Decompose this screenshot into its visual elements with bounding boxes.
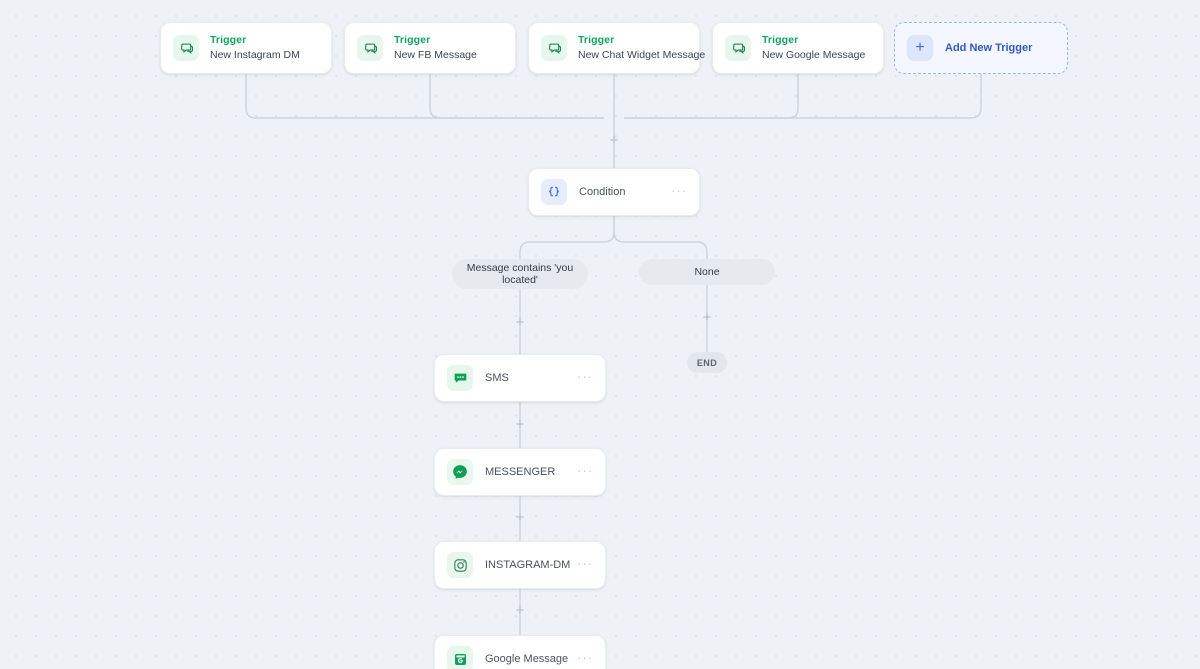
trigger-kind-label: Trigger	[578, 33, 615, 46]
trigger-card-chat-widget[interactable]: Trigger New Chat Widget Message	[528, 22, 705, 74]
add-step-after-sms[interactable]: +	[515, 416, 525, 433]
messenger-icon	[447, 459, 473, 485]
trigger-kind-label: Trigger	[210, 33, 247, 46]
chat-bubbles-icon	[357, 35, 383, 61]
instagram-icon	[447, 552, 473, 578]
add-step-after-instagram[interactable]: +	[515, 602, 525, 619]
action-node-google-message[interactable]: Google Message ···	[434, 635, 606, 669]
action-menu-button[interactable]: ···	[577, 555, 593, 571]
condition-menu-button[interactable]: ···	[671, 182, 687, 198]
trigger-name-label: New Chat Widget Message	[578, 49, 706, 61]
action-node-sms[interactable]: SMS ···	[434, 354, 606, 402]
add-new-trigger-button[interactable]: + Add New Trigger	[894, 22, 1068, 74]
action-label: MESSENGER	[485, 466, 556, 478]
trigger-card-google[interactable]: Trigger New Google Message	[712, 22, 884, 74]
curly-braces-icon	[541, 179, 567, 205]
add-step-true-branch[interactable]: +	[515, 314, 525, 331]
chat-bubbles-icon	[173, 35, 199, 61]
action-menu-button[interactable]: ···	[577, 368, 593, 384]
action-menu-button[interactable]: ···	[577, 462, 593, 478]
action-node-messenger[interactable]: MESSENGER ···	[434, 448, 606, 496]
trigger-name-label: New Google Message	[762, 49, 866, 61]
action-label: INSTAGRAM-DM	[485, 559, 571, 571]
chat-bubbles-icon	[541, 35, 567, 61]
add-step-after-triggers[interactable]: +	[609, 132, 619, 149]
condition-node[interactable]: Condition ···	[528, 168, 700, 216]
condition-label: Condition	[579, 186, 626, 198]
branch-label-true[interactable]: Message contains 'you located'	[452, 259, 588, 289]
action-menu-button[interactable]: ···	[577, 649, 593, 665]
sms-bubble-icon	[447, 365, 473, 391]
trigger-name-label: New FB Message	[394, 49, 477, 61]
add-step-false-branch[interactable]: +	[702, 309, 712, 326]
plus-icon: +	[907, 35, 933, 61]
add-new-trigger-label: Add New Trigger	[945, 42, 1033, 54]
trigger-kind-label: Trigger	[762, 33, 799, 46]
trigger-card-instagram[interactable]: Trigger New Instagram DM	[160, 22, 332, 74]
action-node-instagram-dm[interactable]: INSTAGRAM-DM ···	[434, 541, 606, 589]
google-business-icon	[447, 646, 473, 669]
branch-label-none[interactable]: None	[639, 259, 775, 285]
trigger-card-facebook[interactable]: Trigger New FB Message	[344, 22, 516, 74]
trigger-kind-label: Trigger	[394, 33, 431, 46]
chat-bubbles-icon	[725, 35, 751, 61]
action-label: Google Message	[485, 653, 569, 665]
trigger-name-label: New Instagram DM	[210, 49, 300, 61]
add-step-after-messenger[interactable]: +	[515, 509, 525, 526]
action-label: SMS	[485, 372, 509, 384]
end-node: END	[687, 352, 727, 373]
